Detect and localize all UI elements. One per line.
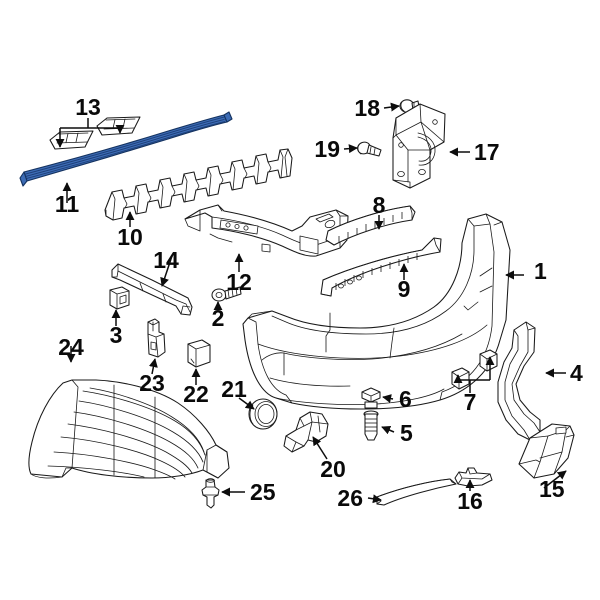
callout-16: 16 bbox=[457, 488, 483, 514]
part-rear-bumper-cover bbox=[242, 213, 511, 410]
part-lower-skid-plate bbox=[518, 423, 575, 479]
part-tow-hook-bracket bbox=[392, 103, 446, 189]
callout-15: 15 bbox=[539, 476, 565, 502]
callout-11: 11 bbox=[55, 191, 80, 217]
callout-23: 23 bbox=[139, 370, 165, 396]
callout-2: 2 bbox=[212, 305, 225, 331]
part-park-assist-sensor bbox=[283, 411, 329, 453]
part-sensor-module bbox=[147, 318, 166, 358]
part-lower-valance-extension bbox=[497, 321, 541, 441]
callout-18: 18 bbox=[354, 95, 380, 121]
callout-17: 17 bbox=[474, 139, 500, 165]
part-bumper-molding-trim bbox=[376, 478, 457, 506]
part-nut-retainer bbox=[361, 387, 381, 409]
callout-4: 4 bbox=[570, 360, 583, 386]
callout-1: 1 bbox=[534, 258, 547, 284]
part-module-clip bbox=[187, 339, 211, 368]
callout-21: 21 bbox=[221, 376, 247, 402]
part-bolt bbox=[363, 410, 379, 441]
part-lower-reinforcement-strip bbox=[320, 237, 442, 297]
part-sensor-retainer-ring bbox=[248, 398, 278, 430]
part-bumper-reinforcement-beam-highlighted bbox=[19, 111, 233, 187]
part-side-support-bracket bbox=[111, 263, 193, 316]
callout-22: 22 bbox=[183, 381, 209, 407]
callout-9: 9 bbox=[398, 276, 411, 302]
callout-19: 19 bbox=[314, 136, 340, 162]
part-trailer-hitch-crossmember bbox=[184, 204, 349, 257]
callout-5: 5 bbox=[400, 420, 413, 446]
callout-numbers: 1 2 3 4 5 6 7 8 9 10 11 12 13 14 15 16 1… bbox=[55, 94, 583, 514]
part-screw bbox=[211, 286, 242, 302]
part-retainer-clip bbox=[109, 286, 130, 310]
part-center-bracket bbox=[454, 467, 493, 487]
part-upper-energy-absorber bbox=[325, 205, 416, 246]
callout-26: 26 bbox=[337, 485, 363, 511]
callout-14: 14 bbox=[153, 247, 179, 273]
part-bolt-fastener bbox=[357, 141, 382, 157]
part-ribbed-air-deflector bbox=[28, 379, 230, 480]
callout-12: 12 bbox=[226, 269, 252, 295]
callout-6: 6 bbox=[399, 386, 412, 412]
callout-10: 10 bbox=[117, 224, 143, 250]
callout-7: 7 bbox=[464, 389, 477, 415]
callout-13: 13 bbox=[75, 94, 101, 120]
callout-3: 3 bbox=[110, 322, 123, 348]
leader-lines bbox=[60, 102, 567, 504]
part-impact-energy-absorber bbox=[104, 148, 293, 221]
callout-20: 20 bbox=[320, 456, 346, 482]
callout-8: 8 bbox=[373, 192, 386, 218]
callout-25: 25 bbox=[250, 479, 276, 505]
part-push-in-rivet bbox=[201, 478, 220, 509]
callout-24: 24 bbox=[58, 334, 84, 360]
